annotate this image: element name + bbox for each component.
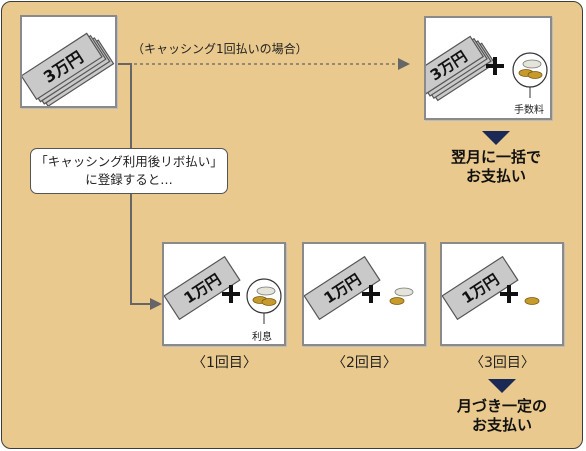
bill-icon: 1万円 [303,255,414,321]
fixed-payment-text: 月づき一定の お支払い [440,397,564,435]
dotted-arrowhead [398,58,410,70]
fixed-arrow [488,379,516,393]
fee-label: 手数料 [514,105,544,116]
lump-sum-arrow [482,131,510,145]
lump-sum-text: 翌月に一括で お支払い [440,148,552,186]
installment-2-caption: 〈2回目〉 [332,355,397,371]
connector-arrowhead [150,298,162,310]
interest-label: 利息 [252,332,272,343]
plus-icon [362,285,380,303]
bubble-line2: に登録すると… [85,172,173,187]
installment-1-caption: 〈1回目〉 [192,355,257,371]
plus-icon [222,285,240,303]
fixed-line1: 月づき一定の [456,397,547,415]
card-installment-1: 1万円 利息 [162,242,286,346]
installment-3-caption: 〈3回目〉 [470,355,535,371]
bill-icon: 1万円 [441,255,540,321]
lump-sum-line1: 翌月に一括で [450,148,541,166]
coins-icon [524,297,540,305]
card-cash-3man: 3万円 [20,15,117,108]
coins-icon [512,52,548,88]
bill-stack-icon: 3万円 [20,32,115,107]
arrow-note: （キャッシング1回払いの場合） [132,42,308,56]
bubble-line1: 「キャッシング利用後リボ払い」 [35,154,223,169]
plus-icon [500,285,518,303]
coins-icon [246,278,282,314]
bill-stack-icon: 3万円 [412,35,548,102]
card-installment-2: 1万円 [302,242,426,346]
revolving-bubble: 「キャッシング利用後リボ払い」 に登録すると… [30,148,228,194]
coins-icon [389,287,414,305]
lump-sum-line2: お支払い [465,167,526,185]
bill-icon: 1万円 [163,255,282,324]
plus-icon [486,57,504,75]
card-lump-sum: 3万円 手数料 [412,16,552,120]
card-installment-3: 1万円 [440,242,564,346]
fixed-line2: お支払い [471,416,532,434]
